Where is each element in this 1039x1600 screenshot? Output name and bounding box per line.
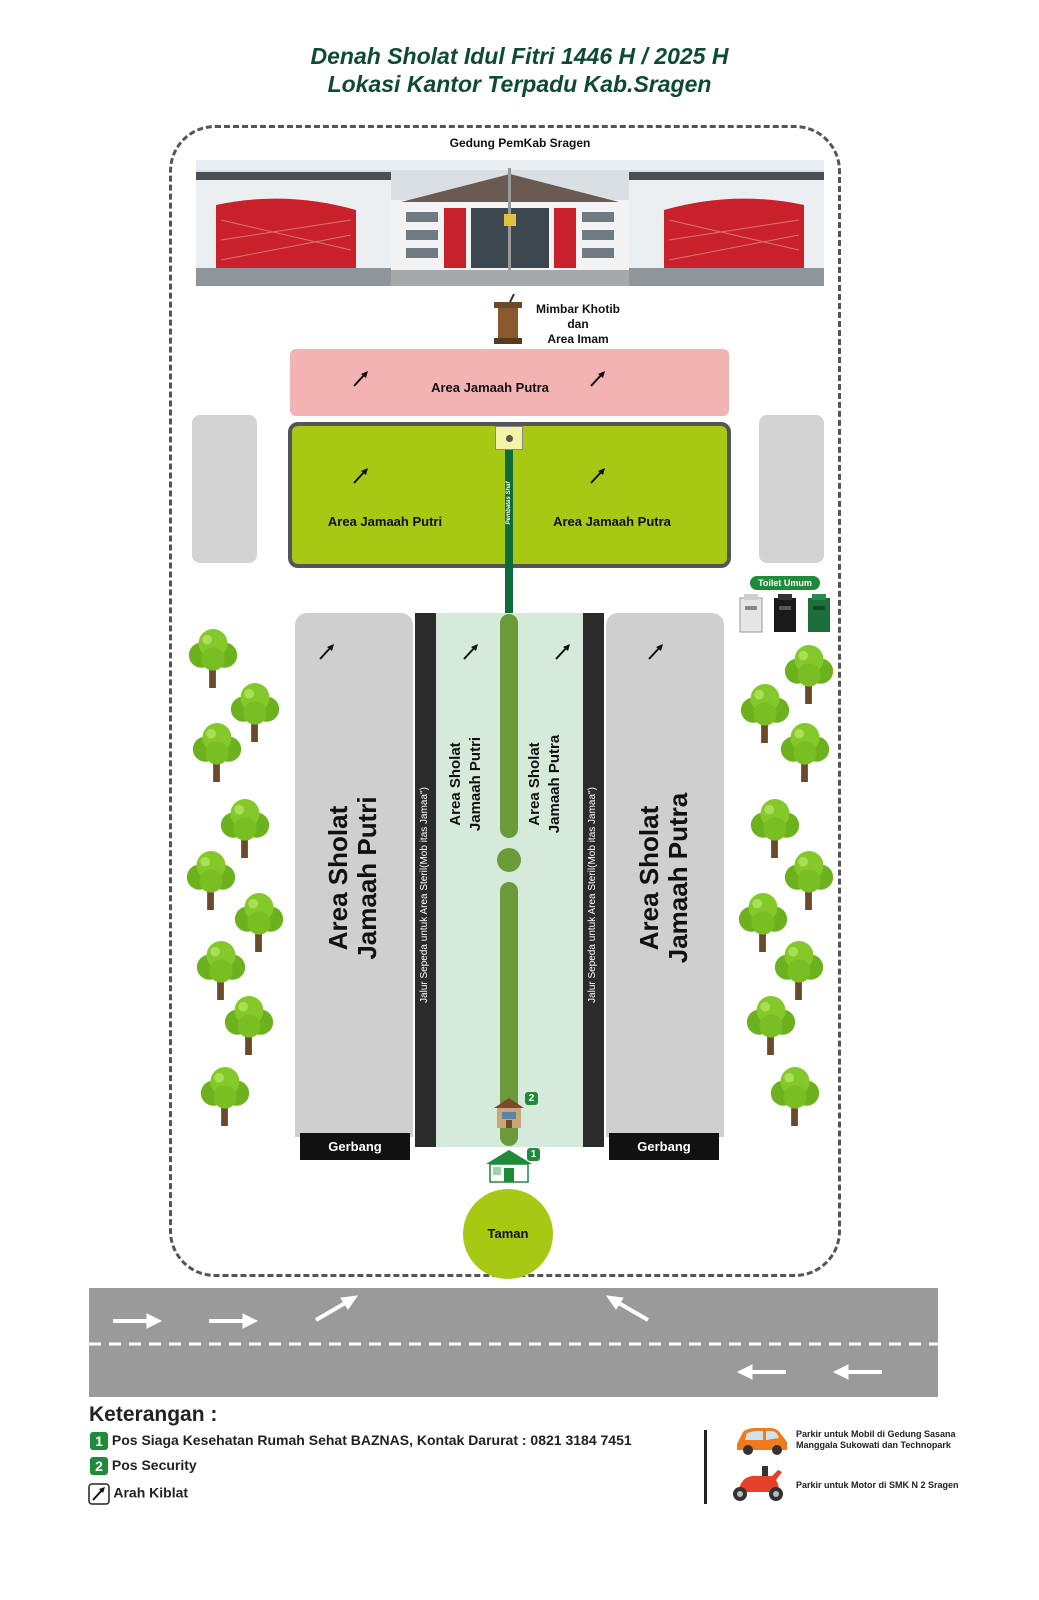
area-sholat-putri-large-line1: Area Sholat [323,805,353,951]
bike-lane-right [583,613,604,1147]
parking-car-line2: Manggala Sukowati dan Technopark [796,1440,951,1450]
side-block-right [759,415,824,563]
legend-security-text: Pos Security [111,1457,197,1473]
legend-item-health: 1 Pos Siaga Kesehatan Rumah Sehat BAZNAS… [90,1432,632,1451]
mimbar-line3: Area Imam [547,332,609,346]
pembatas-marker [495,426,523,450]
kiblat-arrow-icon [353,371,368,387]
road [89,1288,938,1397]
kiblat-arrow-icon [353,468,368,484]
center-divider-circle [497,848,521,872]
area-sholat-putri-large-line2: Jamaah Putri [352,796,382,960]
tree-icon [188,722,246,784]
pembatas-shaf-line [505,450,513,614]
area-jamaah-putra-front-label: Area Jamaah Putra [431,380,549,395]
tree-icon [220,995,278,1057]
side-block-left [192,415,257,563]
area-sholat-putra-center-label: Area Sholat Jamaah Putra [525,729,569,839]
legend-health-text: Pos Siaga Kesehatan Rumah Sehat BAZNAS, … [111,1432,632,1448]
gate-right: Gerbang [609,1133,719,1160]
toilet-icon [739,594,830,633]
legend-kiblat-text: Arah Kiblat [113,1484,189,1501]
legend-item-kiblat: Arah Kiblat [88,1483,188,1505]
tree-icon [766,1066,824,1128]
kiblat-arrow-icon [319,644,334,660]
area-sholat-putra-large-line1: Area Sholat [634,805,664,951]
tree-icon [192,940,250,1002]
mimbar-icon [494,294,522,344]
legend-item-security: 2 Pos Security [90,1457,197,1476]
taman-circle: Taman [463,1189,553,1279]
kiblat-legend-icon [88,1483,110,1505]
tree-icon [776,722,834,784]
area-sholat-putri-center-label: Area Sholat Jamaah Putri [446,729,490,839]
area-jamaah-putra-front [290,349,729,416]
kiblat-arrow-icon [648,644,663,660]
area-sholat-putra-center-line2: Jamaah Putra [546,734,563,834]
center-divider-top [500,614,518,838]
motorcycle-icon [733,1466,783,1501]
toilet-label: Toilet Umum [750,576,820,590]
tree-icon [770,940,828,1002]
mimbar-line2: dan [567,317,589,331]
bike-lane-left [415,613,436,1147]
area-jamaah-putra-lime-label: Area Jamaah Putra [553,514,671,529]
area-sholat-putra-large [606,613,724,1137]
marker-1: 1 [527,1148,540,1161]
tree-icon [742,995,800,1057]
marker-2: 2 [525,1092,538,1105]
legend-divider [704,1430,707,1504]
car-icon [737,1428,787,1455]
area-sholat-putra-large-line2: Jamaah Putra [663,792,693,964]
building-photo [196,160,824,286]
mimbar-label: Mimbar Khotib dan Area Imam [528,302,628,347]
area-sholat-putri-large-label: Area Sholat Jamaah Putri [323,748,384,1008]
security-post-icon [494,1098,524,1128]
legend-badge-1: 1 [90,1432,108,1451]
building-label: Gedung PemKab Sragen [449,136,591,150]
area-sholat-putri-center-line1: Area Sholat [447,742,464,826]
center-divider-bottom [500,882,518,1146]
area-sholat-putri-large [295,613,413,1137]
map-title-line2: Lokasi Kantor Terpadu Kab.Sragen [327,71,712,97]
kiblat-arrow-icon [590,371,605,387]
health-post-icon [486,1150,532,1183]
map-title-line1: Denah Sholat Idul Fitri 1446 H / 2025 H [310,43,729,69]
tree-icon [196,1066,254,1128]
parking-moto-text: Parkir untuk Motor di SMK N 2 Sragen [796,1480,959,1490]
area-jamaah-putri-lime-label: Area Jamaah Putri [327,514,443,529]
area-sholat-putri-center-line2: Jamaah Putri [467,736,484,832]
bike-lane-left-label: Jalur Sepeda untuk Area Steril(Mob itas … [419,787,430,1003]
legend-badge-2: 2 [90,1457,108,1476]
pembatas-shaf-label: Pembatas Shaf [506,481,512,525]
mimbar-line1: Mimbar Khotib [536,302,620,316]
kiblat-arrow-icon [463,644,478,660]
gate-left: Gerbang [300,1133,410,1160]
parking-car-line1: Parkir untuk Mobil di Gedung Sasana [796,1429,956,1439]
kiblat-arrow-icon [590,468,605,484]
kiblat-arrow-icon [555,644,570,660]
area-sholat-putra-center-line1: Area Sholat [526,742,543,826]
legend-heading: Keterangan : [89,1403,218,1426]
bike-lane-right-label: Jalur Sepeda untuk Area Steril(Mob itas … [587,787,598,1003]
area-sholat-putra-large-label: Area Sholat Jamaah Putra [634,748,695,1008]
parking-car-text: Parkir untuk Mobil di Gedung Sasana Mang… [796,1429,956,1451]
tree-icon [184,628,242,690]
